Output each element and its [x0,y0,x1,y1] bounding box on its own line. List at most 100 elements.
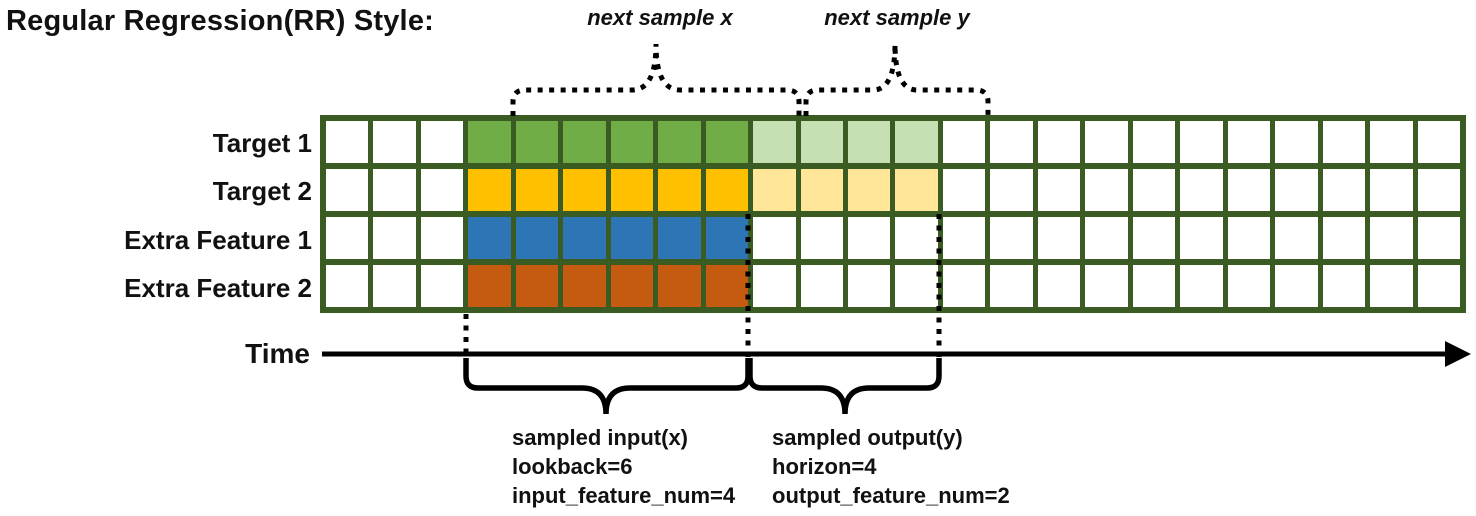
grid-cell [515,169,559,211]
grid-cell [1227,169,1271,211]
grid-cell [942,169,986,211]
grid-cell [1227,217,1271,259]
next-sample-y-brace [803,43,991,116]
grid-cell [895,121,938,163]
grid-cell [468,265,511,307]
grid-cell [1180,217,1223,259]
grid-cell [1180,121,1223,163]
grid-cell [753,121,796,163]
grid-cell [705,121,749,163]
grid-cell [1417,169,1460,211]
grid-cell [326,217,369,259]
grid-cell [326,265,369,307]
grid-cell [610,121,654,163]
grid-cell [1322,217,1366,259]
lookback-value: lookback=6 [512,454,633,479]
grid-cell [1037,265,1081,307]
sampled-input-annotation: sampled input(x) lookback=6 input_featur… [512,423,735,510]
grid-cell [515,217,559,259]
grid-cell [1322,121,1366,163]
grid-cell [1085,217,1128,259]
next-sample-x-label: next sample x [587,5,733,30]
grid-cell [705,265,749,307]
grid-cell [753,217,796,259]
sample-grid [320,115,1466,313]
sampled-output-annotation: sampled output(y) horizon=4 output_featu… [772,423,1010,510]
grid-cell [1275,217,1318,259]
grid-cell [610,217,654,259]
row-label-extra-feature-1: Extra Feature 1 [124,225,312,255]
grid-cell [373,169,416,211]
grid-cell [800,121,844,163]
grid-cell [1370,265,1413,307]
grid-cell [563,217,606,259]
grid-cell [1132,169,1176,211]
grid-cell [515,121,559,163]
sampled-input-title: sampled input(x) [512,425,689,450]
grid-cell [1180,169,1223,211]
grid-cell [1037,169,1081,211]
sampled-output-title: sampled output(y) [772,425,963,450]
grid-cell [942,217,986,259]
grid-cell [468,169,511,211]
grid-cell [373,265,416,307]
grid-cell [468,217,511,259]
grid-cell [990,265,1033,307]
grid-cell [658,217,701,259]
sampled-output-underbrace [747,358,942,415]
next-sample-y-label: next sample y [824,5,970,30]
grid-cell [800,265,844,307]
grid-cell [895,169,938,211]
grid-cell [420,265,464,307]
grid-cell [942,121,986,163]
grid-cell [1275,121,1318,163]
grid-cell [1417,265,1460,307]
grid-cell [1037,217,1081,259]
grid-cell [1085,121,1128,163]
grid-cell [848,265,891,307]
grid-cell [610,265,654,307]
grid-cell [1417,217,1460,259]
next-sample-x-brace [510,43,802,116]
input-feature-num-value: input_feature_num=4 [512,483,736,508]
grid-cell [658,265,701,307]
row-label-target-2: Target 2 [212,176,312,206]
grid-cell [1275,265,1318,307]
time-axis-label: Time [245,338,310,369]
grid-cell [848,121,891,163]
grid-cell [1322,265,1366,307]
grid-cell [420,169,464,211]
row-label-extra-feature-2: Extra Feature 2 [124,273,312,303]
grid-cell [753,265,796,307]
grid-cell [373,121,416,163]
row-label-target-1: Target 1 [212,128,312,158]
grid-cell [1085,169,1128,211]
grid-cell [990,121,1033,163]
grid-cell [563,121,606,163]
grid-cell [610,169,654,211]
sampled-input-underbrace [463,358,751,415]
grid-cell [1085,265,1128,307]
grid-cell [1322,169,1366,211]
grid-cell [800,169,844,211]
grid-cell [895,217,938,259]
grid-cell [1417,121,1460,163]
grid-cell [1370,217,1413,259]
grid-cell [563,169,606,211]
grid-cell [1370,169,1413,211]
grid-cell [420,121,464,163]
grid-cell [326,169,369,211]
grid-cell [515,265,559,307]
grid-cell [1180,265,1223,307]
grid-cell [990,169,1033,211]
grid-cell [658,169,701,211]
grid-cell [1132,265,1176,307]
grid-cell [373,217,416,259]
grid-cell [848,217,891,259]
grid-cell [1275,169,1318,211]
grid-cell [420,217,464,259]
grid-cell [705,169,749,211]
grid-cell [753,169,796,211]
grid-cell [1132,217,1176,259]
